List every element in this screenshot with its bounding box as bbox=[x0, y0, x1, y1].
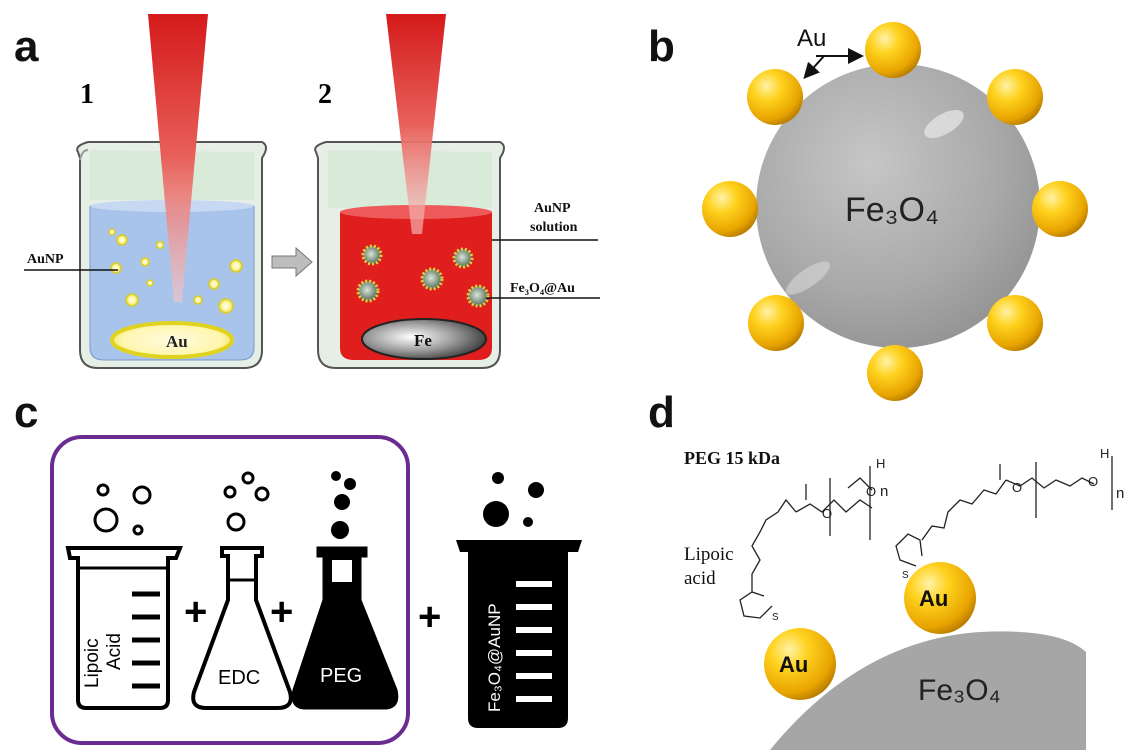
au-label: Au bbox=[797, 25, 826, 52]
fe-target-label: Fe bbox=[414, 331, 432, 350]
panel-d: Fe₃O₄ PEG 15 kDa Lipoic acid S O O H n S… bbox=[684, 446, 1124, 750]
process-arrow bbox=[271, 246, 313, 278]
step-2-label: 2 bbox=[318, 79, 332, 110]
fe3o4-au-nanoparticles bbox=[356, 244, 490, 308]
aunp-label: AuNP bbox=[27, 252, 64, 267]
ligand-chain-left bbox=[739, 466, 873, 619]
oxygen-right-1: O bbox=[1012, 480, 1022, 495]
hydrogen-left: H bbox=[876, 456, 885, 471]
fe3o4-aunp-label: Fe₃O₄@AuNP bbox=[485, 603, 504, 712]
aunp-solution-label-1: AuNP bbox=[534, 201, 571, 216]
laser-beam-1 bbox=[148, 14, 208, 302]
au-target-disk bbox=[110, 321, 234, 359]
plus-1: + bbox=[184, 590, 207, 634]
panel-letter-a: a bbox=[14, 22, 39, 71]
panel-letter-d: d bbox=[648, 388, 675, 437]
fe3o4-aunp-beaker: Fe₃O₄@AuNP bbox=[456, 472, 582, 728]
lipoic-acid-label-2: acid bbox=[684, 568, 716, 589]
peg-flask: PEG bbox=[291, 471, 399, 710]
fe-target-disk bbox=[361, 318, 487, 360]
lipoic-acid-label-1: Lipoic bbox=[684, 544, 734, 565]
hydrogen-right: H bbox=[1100, 446, 1109, 461]
panel-letter-b: b bbox=[648, 22, 675, 71]
peg-label: PEG bbox=[320, 665, 362, 687]
plus-3: + bbox=[418, 595, 441, 639]
sulfur-right: S bbox=[902, 570, 909, 581]
ligand-chain-right bbox=[895, 456, 1113, 567]
gold-sphere-right bbox=[904, 562, 976, 634]
aunp-solution-label-2: solution bbox=[530, 220, 578, 235]
au-nanoparticles bbox=[108, 228, 243, 314]
edc-flask: EDC bbox=[191, 471, 293, 710]
subscript-n-right: n bbox=[1116, 485, 1124, 502]
panel-a: 1 2 Au bbox=[24, 14, 600, 369]
subscript-n-left: n bbox=[880, 483, 888, 500]
fe3o4-surface-label: Fe₃O₄ bbox=[918, 674, 1001, 707]
oxygen-right-2: O bbox=[1088, 474, 1098, 489]
panel-c: Lipoic Acid + EDC + PEG + bbox=[50, 435, 582, 745]
edc-label: EDC bbox=[218, 667, 260, 689]
sulfur-left: S bbox=[772, 612, 779, 623]
fe3o4-core bbox=[756, 64, 1040, 348]
panel-b: Fe₃O₄ Au bbox=[702, 22, 1088, 401]
plus-2: + bbox=[270, 590, 293, 634]
au-target-label: Au bbox=[166, 332, 188, 351]
gold-nanoparticles bbox=[702, 22, 1088, 401]
lipoic-acid-beaker: Lipoic Acid bbox=[65, 483, 183, 710]
panel-letter-c: c bbox=[14, 388, 39, 437]
fe3o4-au-label: Fe₃O₄@Au bbox=[510, 281, 575, 296]
fe3o4-core-label: Fe₃O₄ bbox=[845, 191, 939, 229]
reagent-frame bbox=[50, 435, 410, 745]
fe3o4-surface bbox=[770, 631, 1086, 750]
oxygen-left-1: O bbox=[822, 506, 832, 521]
gold-sphere-left bbox=[764, 628, 836, 700]
au-right-label: Au bbox=[919, 586, 948, 611]
peg-15kda-label: PEG 15 kDa bbox=[684, 448, 780, 468]
oxygen-left-2: O bbox=[866, 484, 876, 499]
laser-beam-2 bbox=[386, 14, 446, 234]
step-1-label: 1 bbox=[80, 79, 94, 110]
lipoic-label-2: Acid bbox=[104, 633, 125, 670]
lipoic-label-1: Lipoic bbox=[82, 638, 103, 688]
au-left-label: Au bbox=[779, 652, 808, 677]
